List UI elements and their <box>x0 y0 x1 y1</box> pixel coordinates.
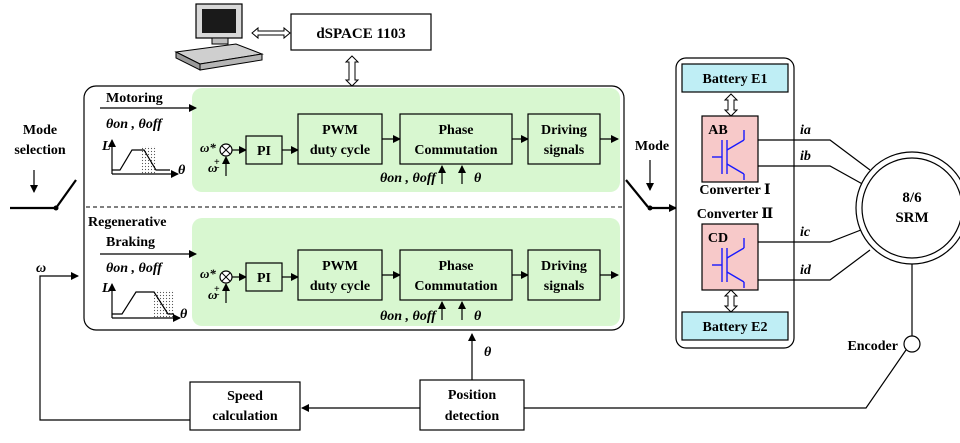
phase-block-top <box>399 113 513 165</box>
link-arrow-pc-dspace <box>251 26 291 40</box>
dspace-label: dSPACE 1103 <box>316 26 405 42</box>
mode-selector-switch <box>10 179 77 211</box>
phase-block-bottom <box>399 249 513 301</box>
omega-ref-top: ω* <box>200 140 216 155</box>
angles-in-bottom: θon , θoff <box>380 309 437 324</box>
output-mode-label: Mode <box>635 139 669 154</box>
pwm-block-bottom <box>297 249 383 301</box>
position-detect-line2: detection <box>445 409 500 424</box>
mode-selection-line2: selection <box>14 143 66 158</box>
theta-in-bottom: θ <box>474 309 482 324</box>
motoring-theta-label: θ <box>178 163 186 178</box>
position-detect-line1: Position <box>448 388 496 403</box>
minus-sign-top: − <box>214 163 220 174</box>
speed-calc-line2: calculation <box>212 409 278 424</box>
angles-in-top: θon , θoff <box>380 171 437 186</box>
output-mode-switch <box>625 179 677 212</box>
omega-fb-top: ω <box>208 160 217 175</box>
phase-line2-top: Commutation <box>414 143 497 158</box>
pwm-line2-top: duty cycle <box>310 143 370 158</box>
power-stage-frame <box>675 57 795 349</box>
driving-block-bottom <box>527 249 601 301</box>
driving-block-top <box>527 113 601 165</box>
motoring-angles: θon , θoff <box>106 117 163 132</box>
encoder-signal-line <box>524 349 907 409</box>
converter2-label: Converter Ⅱ <box>697 207 774 222</box>
phase-line2-bottom: Commutation <box>414 279 497 294</box>
omega-fb-bottom: ω <box>208 287 217 302</box>
regen-title-line2: Braking <box>106 235 155 250</box>
battery1-label: Battery E1 <box>703 72 768 87</box>
pwm-line2-bottom: duty cycle <box>310 279 370 294</box>
pwm-line1-top: PWM <box>322 123 358 138</box>
motoring-l-label: L <box>101 139 111 154</box>
converter-ab-label: AB <box>708 123 727 138</box>
srm-motor-inner <box>861 157 960 259</box>
igbt-icon-cd <box>712 238 745 288</box>
speed-feedback-line <box>39 272 190 421</box>
pwm-block-top <box>297 113 383 165</box>
converter-ab-box <box>701 115 759 183</box>
mode-selection-line1: Mode <box>23 123 57 138</box>
regen-theta-label: θ <box>180 307 188 322</box>
regen-l-label: L <box>101 281 111 296</box>
theta-feedback-label: θ <box>484 345 492 360</box>
driving-line2-top: signals <box>544 143 585 158</box>
encoder-icon <box>903 335 921 353</box>
converter-cd-label: CD <box>708 231 728 246</box>
battery2-label: Battery E2 <box>703 320 768 335</box>
plus-sign-bottom: + <box>214 284 220 295</box>
encoder-label: Encoder <box>847 339 898 354</box>
pi-label-bottom: PI <box>257 271 271 286</box>
current-ib: ib <box>800 149 811 164</box>
motoring-inductance-profile <box>108 139 179 178</box>
pi-label-top: PI <box>257 144 271 159</box>
pwm-line1-bottom: PWM <box>322 259 358 274</box>
dspace-box <box>290 13 432 51</box>
motor-line1: 8/6 <box>902 190 922 206</box>
minus-sign-bottom: − <box>214 290 220 301</box>
omega-ref-bottom: ω* <box>200 266 216 281</box>
link-arrow-dspace-controller <box>344 55 360 87</box>
driving-line2-bottom: signals <box>544 279 585 294</box>
regen-angles: θon , θoff <box>106 261 163 276</box>
current-id: id <box>800 263 812 278</box>
phase-c-line <box>758 227 867 243</box>
driving-line1-top: Driving <box>541 123 587 138</box>
computer-icon <box>174 3 264 71</box>
driving-line1-bottom: Driving <box>541 259 587 274</box>
current-ic: ic <box>800 225 811 240</box>
phase-line1-top: Phase <box>439 123 474 138</box>
converter1-label: Converter Ⅰ <box>699 183 770 198</box>
regen-title-line1: Regenerative <box>88 215 167 230</box>
motoring-title: Motoring <box>106 91 163 106</box>
plus-sign-top: + <box>214 157 220 168</box>
phase-d-line <box>758 249 871 281</box>
current-ia: ia <box>800 123 811 138</box>
battery2-box <box>681 311 789 341</box>
phase-line1-bottom: Phase <box>439 259 474 274</box>
omega-feedback-label: ω <box>36 261 46 276</box>
phase-b-line <box>758 165 867 187</box>
igbt-icon-ab <box>712 130 745 180</box>
battery1-box <box>681 63 789 93</box>
pi-block-top <box>245 135 283 165</box>
theta-in-top: θ <box>474 171 482 186</box>
speed-calc-box <box>189 381 301 431</box>
phase-a-line <box>758 139 871 171</box>
regen-inductance-profile <box>108 283 181 322</box>
speed-calc-line1: Speed <box>227 389 263 404</box>
motor-line2: SRM <box>895 210 928 226</box>
